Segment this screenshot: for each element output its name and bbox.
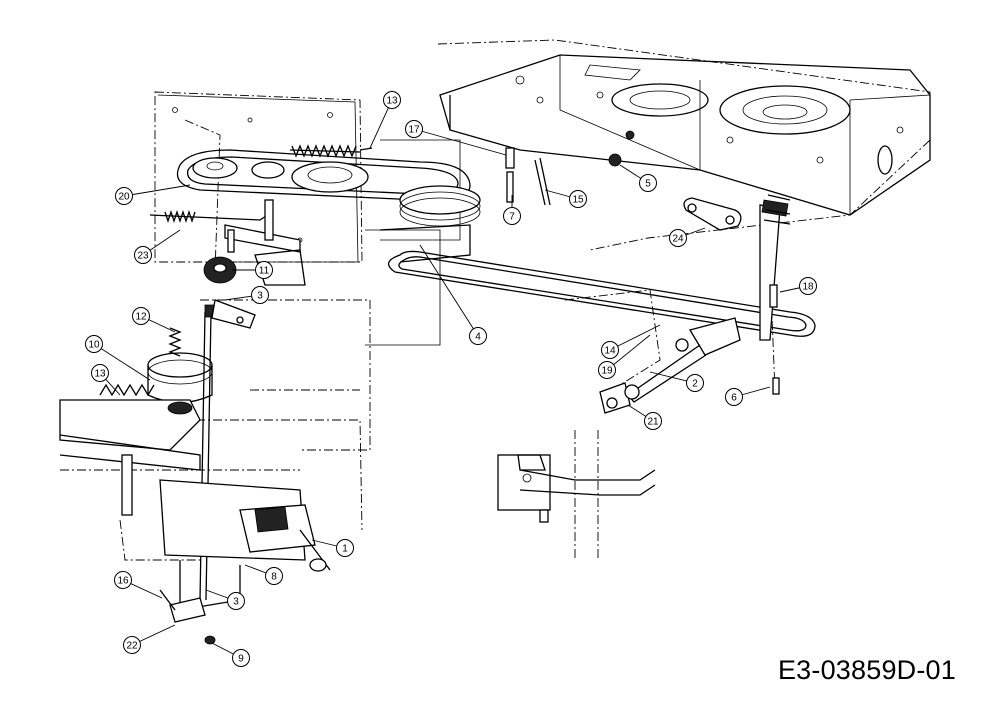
drawing-id: E3-03859D-01 — [777, 655, 956, 685]
transaxle — [159, 479, 331, 645]
callout-18: 18 — [779, 277, 817, 295]
callout-leader — [413, 128, 507, 156]
callout-number: 13 — [386, 96, 398, 107]
callout-circle — [123, 636, 141, 654]
callout-circle — [598, 361, 616, 379]
callout-number: 18 — [802, 282, 814, 293]
callout-circle — [336, 539, 354, 557]
callout-number: 20 — [118, 192, 130, 203]
callout-circle — [686, 374, 704, 392]
callout-number: 2 — [692, 379, 698, 390]
callout-20: 20 — [115, 184, 191, 205]
callout-13: 13 — [91, 364, 121, 396]
callout-13: 13 — [369, 91, 401, 149]
callout-number: 3 — [257, 291, 263, 302]
hardware-small-parts — [505, 130, 780, 395]
callout-19: 19 — [598, 334, 651, 379]
callout-number: 7 — [509, 212, 515, 223]
callout-number: 3 — [233, 597, 239, 608]
callout-22: 22 — [123, 624, 176, 654]
idler-pulley — [203, 249, 306, 286]
callout-circle — [469, 327, 487, 345]
callout-circle — [91, 364, 109, 382]
callout-leader — [93, 343, 151, 381]
callout-circle — [134, 246, 152, 264]
callout-number: 12 — [135, 312, 147, 323]
callout-3: 3 — [205, 589, 245, 610]
callout-leader — [123, 184, 191, 197]
tension-spring-upper — [289, 144, 373, 158]
callout-1: 1 — [311, 539, 354, 557]
callout-number: 22 — [126, 641, 138, 652]
lower-drive-belt — [379, 224, 816, 337]
callout-circle — [799, 277, 817, 295]
callout-number: 17 — [408, 125, 420, 136]
callout-3: 3 — [224, 286, 269, 304]
callout-leader — [606, 334, 651, 371]
mower-deck-body — [439, 54, 931, 216]
callout-number: 24 — [672, 234, 684, 245]
callout-10: 10 — [85, 335, 151, 381]
callout-number: 14 — [604, 346, 616, 357]
callout-4: 4 — [419, 244, 487, 345]
callout-circle — [601, 341, 619, 359]
callout-circle — [725, 388, 743, 406]
callout-circle — [383, 91, 401, 109]
callout-23: 23 — [134, 229, 181, 264]
callout-circle — [255, 261, 273, 279]
callout-circle — [227, 592, 245, 610]
callout-12: 12 — [132, 307, 176, 333]
callout-circle — [639, 174, 657, 192]
callout-number: 4 — [475, 332, 481, 343]
callout-circle — [132, 307, 150, 325]
callout-circle — [405, 120, 423, 138]
callout-17: 17 — [405, 120, 507, 156]
callout-leader — [419, 244, 479, 337]
callout-6: 6 — [725, 386, 771, 406]
callout-number: 13 — [94, 369, 106, 380]
callout-leader — [609, 324, 661, 351]
shift-linkage — [599, 194, 791, 414]
callout-number: 6 — [731, 393, 737, 404]
callout-number: 19 — [601, 366, 613, 377]
callout-number: 15 — [572, 195, 584, 206]
callouts: 1233456789101112131314151617181920212223… — [85, 91, 817, 667]
callout-number: 5 — [645, 179, 651, 190]
callout-circle — [251, 286, 269, 304]
callout-14: 14 — [601, 324, 661, 359]
callout-circle — [114, 571, 132, 589]
callout-21: 21 — [627, 404, 662, 430]
callout-24: 24 — [669, 227, 706, 247]
bracket-part-24 — [683, 197, 742, 231]
callout-circle — [569, 190, 587, 208]
callout-number: 10 — [88, 340, 100, 351]
callout-2: 2 — [649, 371, 704, 392]
callout-number: 11 — [259, 266, 270, 277]
callout-15: 15 — [544, 189, 587, 208]
callout-number: 16 — [117, 576, 129, 587]
callout-circle — [644, 412, 662, 430]
callout-16: 16 — [114, 571, 163, 599]
idler-arm-assembly — [149, 199, 301, 253]
callout-11: 11 — [232, 261, 273, 279]
callout-7: 7 — [503, 195, 521, 225]
lower-pulley-assembly — [59, 352, 213, 516]
callout-5: 5 — [619, 164, 657, 192]
callout-circle — [232, 649, 250, 667]
callout-8: 8 — [244, 564, 283, 585]
callout-number: 23 — [137, 251, 149, 262]
callout-circle — [85, 335, 103, 353]
callout-number: 1 — [342, 544, 348, 555]
callout-number: 21 — [647, 417, 659, 428]
callout-circle — [265, 567, 283, 585]
callout-circle — [503, 207, 521, 225]
upper-drive-belt — [176, 149, 481, 227]
callout-number: 8 — [271, 572, 277, 583]
callout-number: 9 — [238, 654, 244, 665]
detail-inset — [497, 454, 656, 523]
callout-circle — [115, 187, 133, 205]
callout-9: 9 — [211, 642, 250, 667]
callout-circle — [669, 229, 687, 247]
